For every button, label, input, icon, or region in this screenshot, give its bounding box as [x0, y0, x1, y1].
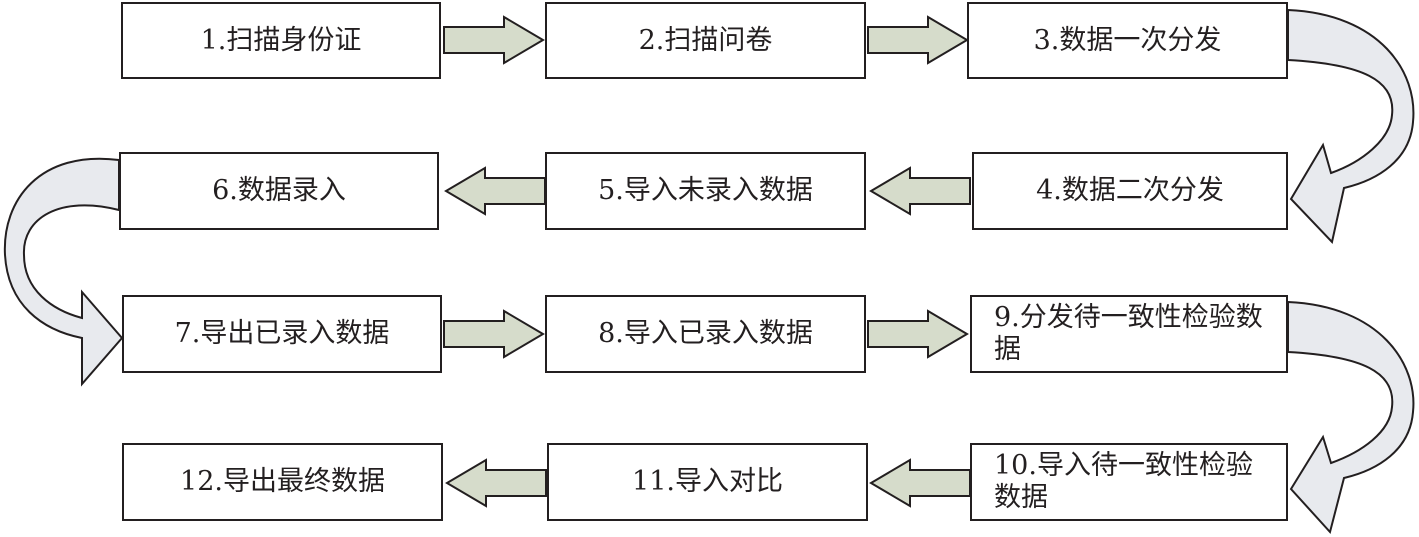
step-7-box: 7.导出已录入数据 [122, 295, 442, 373]
step-8-box: 8.导入已录入数据 [545, 295, 866, 373]
step-11-box: 11.导入对比 [547, 443, 868, 521]
step-12-label: 12.导出最终数据 [180, 466, 385, 497]
step-5-label: 5.导入未录入数据 [598, 175, 813, 206]
step-4-label: 4.数据二次分发 [1036, 175, 1224, 206]
step-4-box: 4.数据二次分发 [972, 152, 1288, 230]
curved-arrow-9-to-10 [1287, 300, 1415, 535]
arrow-8-to-9 [867, 309, 969, 359]
step-1-box: 1.扫描身份证 [121, 2, 441, 79]
step-3-box: 3.数据一次分发 [967, 2, 1288, 79]
step-6-box: 6.数据录入 [119, 152, 439, 230]
arrow-11-to-12 [445, 458, 547, 508]
step-2-label: 2.扫描问卷 [638, 24, 773, 56]
step-9-box: 9.分发待一致性检验数据 [970, 295, 1288, 373]
curved-arrow-3-to-4 [1287, 8, 1415, 245]
step-7-label: 7.导出已录入数据 [174, 318, 390, 349]
step-10-label: 10.导入待一致性检验数据 [994, 450, 1253, 513]
step-2-box: 2.扫描问卷 [545, 2, 866, 79]
step-12-box: 12.导出最终数据 [122, 443, 443, 521]
arrow-7-to-8 [443, 309, 545, 359]
arrow-2-to-3 [867, 15, 969, 65]
step-6-label: 6.数据录入 [212, 175, 346, 206]
curved-arrow-6-to-7 [3, 157, 124, 387]
step-9-label: 9.分发待一致性检验数据 [994, 302, 1263, 365]
arrow-1-to-2 [443, 15, 545, 65]
arrow-10-to-11 [869, 458, 971, 508]
step-1-label: 1.扫描身份证 [200, 24, 362, 56]
step-11-label: 11.导入对比 [632, 466, 783, 497]
step-10-box: 10.导入待一致性检验数据 [970, 443, 1288, 521]
arrow-5-to-6 [444, 166, 546, 216]
step-3-label: 3.数据一次分发 [1033, 24, 1222, 56]
arrow-4-to-5 [869, 166, 971, 216]
step-5-box: 5.导入未录入数据 [545, 152, 866, 230]
step-8-label: 8.导入已录入数据 [598, 318, 813, 349]
